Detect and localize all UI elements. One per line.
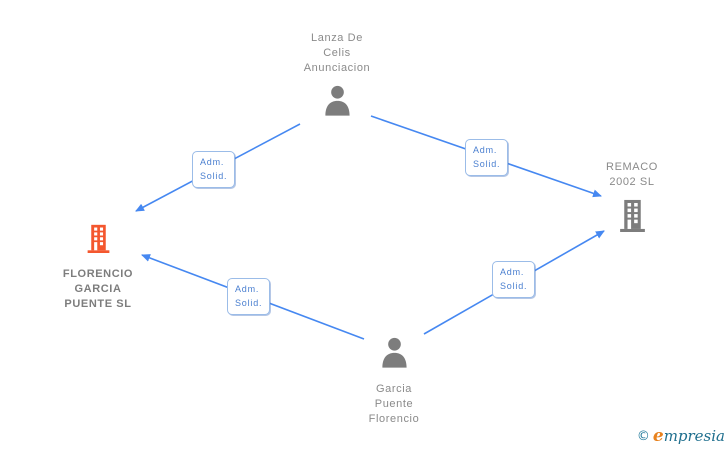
copyright-icon: © xyxy=(636,429,650,444)
node-label: REMACO 2002 SL xyxy=(606,161,658,188)
node-label: Garcia Puente Florencio xyxy=(368,383,420,425)
node-florencio-garcia-puente-sl[interactable]: FLORENCIO GARCIA PUENTE SL xyxy=(52,224,144,312)
person-icon xyxy=(378,337,411,373)
node-label: Lanza De Celis Anunciacion xyxy=(303,32,371,74)
edge-label-adm-solid-2[interactable]: Adm. Solid. xyxy=(465,139,509,176)
edge-label-adm-solid-3[interactable]: Adm. Solid. xyxy=(227,278,271,315)
brand-letter-e: e xyxy=(652,426,664,446)
edge-label-adm-solid-4[interactable]: Adm. Solid. xyxy=(492,261,536,298)
node-label: FLORENCIO GARCIA PUENTE SL xyxy=(62,268,134,310)
node-garcia-puente-florencio[interactable]: Garcia Puente Florencio xyxy=(344,337,444,427)
company-building-icon xyxy=(617,199,648,237)
person-icon xyxy=(321,85,354,121)
node-remaco-2002-sl[interactable]: REMACO 2002 SL xyxy=(586,160,678,237)
empresia-logo[interactable]: ©empresia xyxy=(637,426,725,446)
node-lanza-de-celis-anunciacion[interactable]: Lanza De Celis Anunciacion xyxy=(287,31,387,121)
company-building-icon-highlighted xyxy=(85,224,112,258)
edge-label-adm-solid-1[interactable]: Adm. Solid. xyxy=(192,151,236,188)
brand-name-rest: mpresia xyxy=(663,427,725,445)
